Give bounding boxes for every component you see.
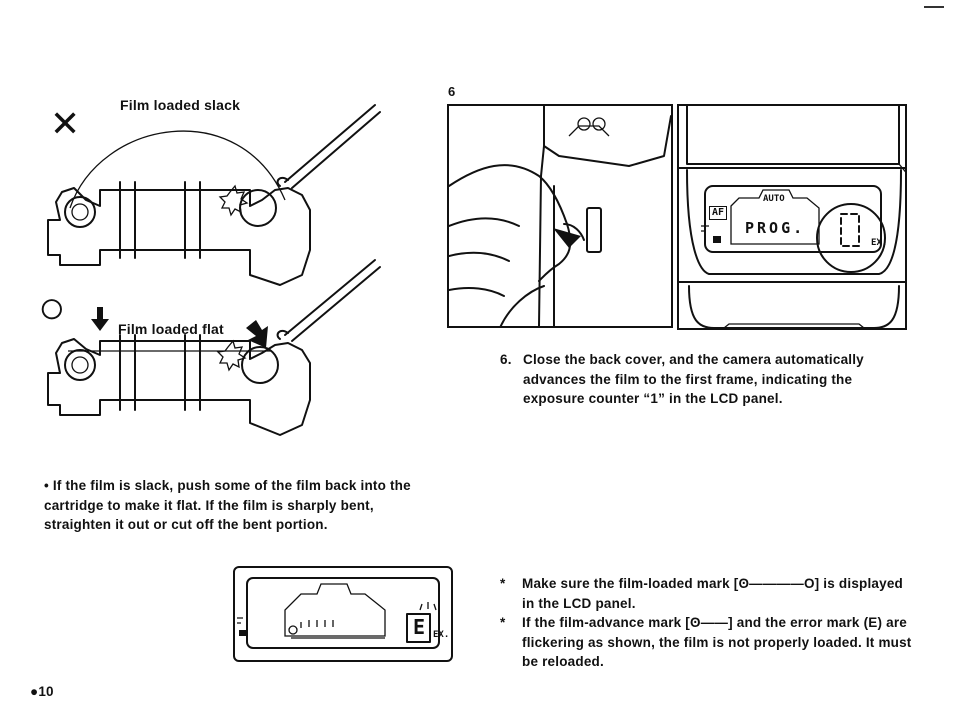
lcd-label-auto: AUTO: [763, 194, 785, 204]
slack-film-diagram: [47, 104, 381, 286]
down-arrow-icon: [91, 307, 109, 331]
step-6-number: 6.: [500, 352, 512, 367]
note-text: If the film-advance mark [ʘ——] and the e…: [522, 615, 912, 669]
step-6-text: Close the back cover, and the camera aut…: [523, 352, 864, 406]
label-film-loaded-slack: Film loaded slack: [120, 97, 241, 113]
film-check-notes: * Make sure the film-loaded mark [ʘ————O…: [494, 574, 914, 672]
note-text: Make sure the film-loaded mark [ʘ————O] …: [522, 576, 903, 611]
page-number: ●10: [30, 684, 54, 699]
lcd-label-prog: PROG.: [745, 219, 806, 237]
lcd-error-illustration: E EX.: [233, 566, 453, 662]
flat-film-diagram: [47, 259, 381, 436]
label-film-loaded-flat: Film loaded flat: [118, 321, 224, 337]
lcd-error-drawing: [237, 577, 440, 649]
camera-top-drawing: [679, 106, 905, 328]
lcd-label-ex: EX.: [871, 238, 888, 248]
corner-mark: [924, 6, 944, 8]
note-slack-film: • If the film is slack, push some of the…: [44, 478, 411, 532]
hand-closing-cover-drawing: [449, 106, 671, 326]
note-film-loaded-mark: * Make sure the film-loaded mark [ʘ————O…: [494, 574, 914, 613]
figure-6-hand-panel: [447, 104, 673, 328]
lcd-label-af: AF: [709, 206, 728, 220]
right-mark-icon: ○: [38, 281, 66, 333]
wrong-mark-icon: ✕: [50, 103, 81, 144]
note-film-advance-mark: * If the film-advance mark [ʘ——] and the…: [494, 613, 914, 672]
figure-number: 6: [448, 84, 456, 99]
figure-6-lcd-panel: AF AUTO PROG. EX.: [677, 104, 907, 330]
lcd-error-char: E: [413, 615, 426, 639]
lcd-ex-label: EX.: [433, 630, 450, 640]
asterisk-icon: *: [500, 615, 506, 630]
asterisk-icon: *: [500, 576, 506, 591]
diagonal-arrow-icon: [246, 320, 268, 348]
